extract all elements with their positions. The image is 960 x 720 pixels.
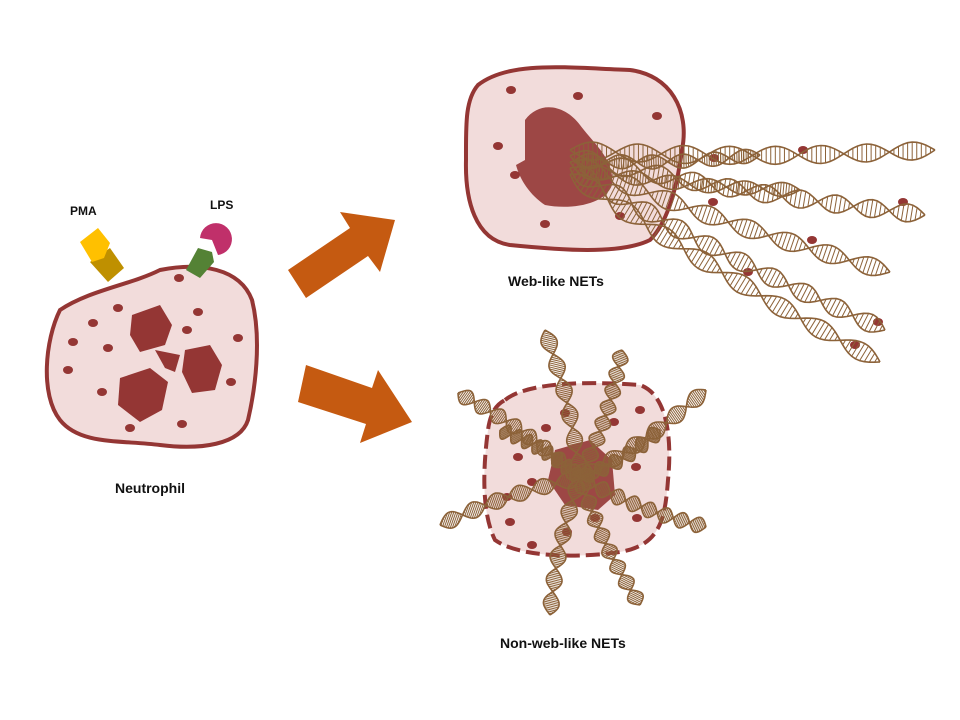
- granule: [527, 541, 537, 549]
- granule: [513, 453, 523, 461]
- granule: [541, 424, 551, 432]
- pma-label: PMA: [70, 204, 97, 218]
- granule: [174, 274, 184, 282]
- granule: [708, 198, 718, 206]
- dna-strand: [574, 148, 761, 170]
- granule: [125, 424, 135, 432]
- dna-strand: [574, 477, 645, 606]
- dna-strand: [499, 424, 582, 483]
- web-like-dna-strands: [569, 141, 936, 363]
- granule: [177, 420, 187, 428]
- arrow-to-web-like: [288, 212, 395, 298]
- granule: [505, 518, 515, 526]
- granule: [609, 418, 619, 426]
- dna-strand: [579, 426, 661, 483]
- dna-strand: [569, 173, 881, 363]
- non-web-like-dna-strands: [439, 329, 707, 616]
- dna-strand: [574, 349, 629, 479]
- granule: [540, 220, 550, 228]
- granule: [233, 334, 243, 342]
- granule: [632, 514, 642, 522]
- granule: [493, 142, 503, 150]
- granule: [631, 463, 641, 471]
- granule: [68, 338, 78, 346]
- arrow-to-non-web-like: [298, 365, 412, 443]
- dna-strand: [569, 158, 891, 277]
- granule: [635, 406, 645, 414]
- lps-receptor: [186, 223, 232, 278]
- dna-strand: [569, 165, 886, 333]
- dna-strand: [542, 477, 586, 616]
- neutrophil-label: Neutrophil: [115, 480, 185, 496]
- lps-label: LPS: [210, 198, 233, 212]
- granule: [226, 378, 236, 386]
- dna-strand: [579, 473, 707, 534]
- neutrophil-nucleus: [118, 305, 222, 422]
- granule: [506, 86, 516, 94]
- granule: [652, 112, 662, 120]
- granule: [807, 236, 817, 244]
- granule: [103, 344, 113, 352]
- granule: [63, 366, 73, 374]
- granule: [510, 171, 520, 179]
- granules: [63, 274, 243, 432]
- pma-receptor: [80, 228, 124, 282]
- granule: [573, 92, 583, 100]
- web-like-label: Web-like NETs: [508, 273, 604, 289]
- neutrophil-cell: [44, 264, 259, 449]
- granule: [88, 319, 98, 327]
- granule: [798, 146, 808, 154]
- granule: [97, 388, 107, 396]
- granule: [193, 308, 203, 316]
- granule: [113, 304, 123, 312]
- granule: [182, 326, 192, 334]
- dna-strand: [579, 164, 801, 198]
- non-web-like-label: Non-web-like NETs: [500, 635, 626, 651]
